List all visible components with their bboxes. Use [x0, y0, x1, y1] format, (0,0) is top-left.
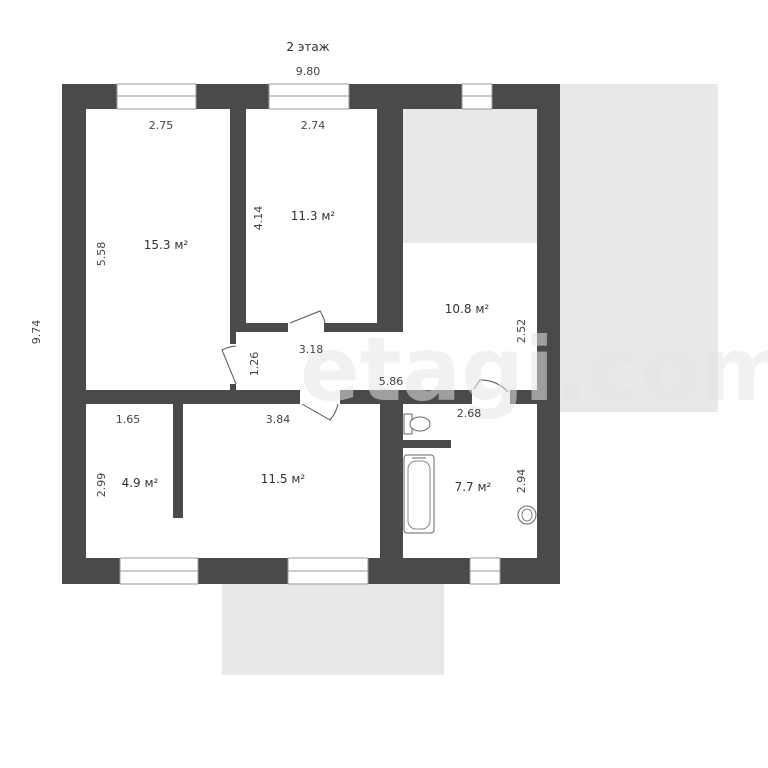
room-4-area: 11.5 м²	[261, 472, 306, 486]
terrace-right	[560, 84, 718, 412]
sink-icon	[517, 505, 537, 525]
partition-stub	[173, 404, 183, 518]
doors	[221, 310, 510, 421]
bathroom-area: 7.7 м²	[455, 480, 492, 494]
room-2-floor	[246, 109, 377, 323]
watermark: etagi.com	[300, 318, 768, 421]
room-1-length: 5.58	[95, 242, 108, 267]
corridor-width: 1.26	[248, 352, 261, 377]
bathroom-width: 2.68	[457, 407, 482, 420]
windows	[116, 83, 501, 585]
terrace-bottom	[222, 578, 444, 675]
room-3-width: 1.65	[116, 413, 141, 426]
room-1-width: 2.75	[149, 119, 174, 132]
bathtub-icon	[403, 454, 435, 534]
hall-area: 10.8 м²	[445, 302, 490, 316]
toilet-icon	[403, 413, 431, 435]
room-1-area: 15.3 м²	[144, 238, 189, 252]
corridor-span: 5.86	[379, 375, 404, 388]
bathroom-length: 2.94	[515, 469, 528, 494]
hall-width: 2.52	[515, 319, 528, 344]
room-1-floor	[86, 109, 230, 390]
room-3-4-floor	[86, 404, 380, 558]
bath-partition	[403, 440, 451, 448]
stair-void	[403, 109, 537, 243]
room-3-area: 4.9 м²	[122, 476, 159, 490]
corridor-length: 3.18	[299, 343, 324, 356]
overall-height: 9.74	[30, 320, 43, 345]
room-4-width: 3.84	[266, 413, 291, 426]
room-2-area: 11.3 м²	[291, 209, 336, 223]
room-2-width: 2.74	[301, 119, 326, 132]
room-2-length: 4.14	[252, 206, 265, 231]
room-3-length: 2.99	[95, 473, 108, 498]
floor-title: 2 этаж	[286, 40, 329, 54]
overall-width: 9.80	[296, 65, 321, 78]
